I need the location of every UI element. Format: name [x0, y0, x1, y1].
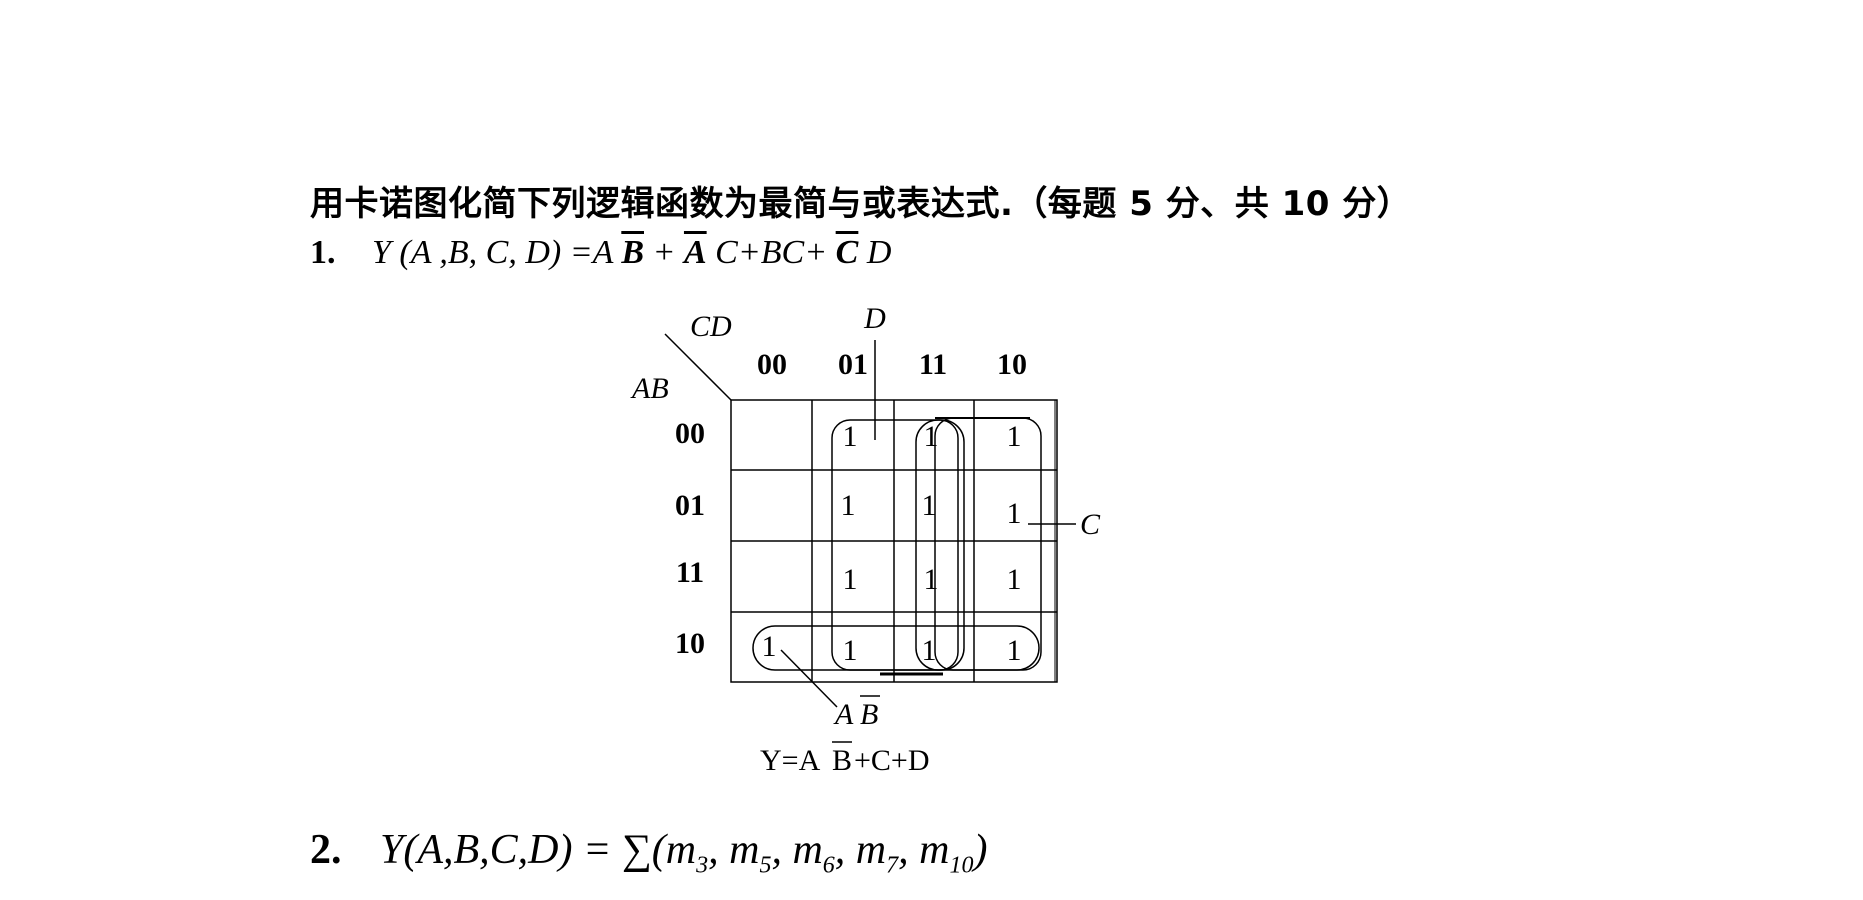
row-header-01: 01 — [675, 489, 705, 522]
group-bc-loop — [915, 419, 965, 671]
p2-sub-2: 6 — [822, 852, 835, 879]
col-header-10: 10 — [997, 348, 1027, 381]
p2-t3: , m — [834, 827, 887, 873]
problem-2-expression: Y(A,B,C,D) = ∑(m3, m5, m6, m7, m10) — [380, 827, 988, 878]
p2-sub-1: 5 — [759, 852, 772, 879]
problem-2-number: 2. — [310, 827, 342, 873]
p2-sub-3: 7 — [886, 852, 899, 879]
problem-1-expression: Y (A ,B, C, D) =A B + A C+BC+ C D — [372, 234, 891, 271]
col-header-00: 00 — [757, 348, 787, 381]
cell-2-3: 1 — [1007, 563, 1022, 596]
a-bar: A — [683, 234, 707, 271]
label-c: C — [1080, 508, 1101, 541]
c-bar: C — [835, 234, 859, 271]
p2-sub-0: 3 — [696, 852, 709, 879]
p2-t1: , m — [708, 827, 760, 873]
kmap-cells: 1 1 1 1 1 1 1 1 1 1 1 1 1 — [762, 420, 1022, 667]
kmap-diagonal — [664, 333, 732, 401]
kmap-grid — [730, 399, 1058, 683]
cell-1-1: 1 — [841, 489, 856, 522]
cell-1-2: 1 — [922, 489, 937, 522]
p2-t2: , m — [771, 827, 823, 873]
cell-0-1: 1 — [843, 420, 858, 453]
group-c-loop — [934, 417, 1042, 671]
question-heading: 用卡诺图化简下列逻辑函数为最简与或表达式.（每题 5 分、共 10 分） — [310, 184, 1412, 224]
row-header-10: 10 — [675, 627, 705, 660]
cell-3-3: 1 — [1007, 634, 1022, 667]
label-ab-bar-a: A — [833, 698, 854, 731]
p2-t4: , m — [898, 827, 950, 873]
problem-1: 1. Y (A ,B, C, D) =A B + A C+BC+ C D — [310, 234, 891, 272]
ab-label: AB — [630, 372, 669, 405]
result-y: Y=A — [760, 744, 821, 777]
cell-3-1: 1 — [843, 634, 858, 667]
cell-0-2: 1 — [924, 420, 939, 453]
cell-0-3: 1 — [1007, 420, 1022, 453]
row-header-00: 00 — [675, 417, 705, 450]
expr-plus: + — [644, 234, 684, 271]
b-bar: B — [621, 234, 644, 271]
problem-2: 2. Y(A,B,C,D) = ∑(m3, m5, m6, m7, m10) — [310, 826, 987, 879]
label-d: D — [863, 302, 886, 335]
expr-end: D — [858, 234, 892, 271]
expr-mid: C+BC+ — [706, 234, 836, 271]
result-b: B — [832, 744, 852, 777]
problem-1-number: 1. — [310, 234, 336, 271]
cell-3-0: 1 — [762, 630, 777, 663]
expr-prefix: Y (A ,B, C, D) =A — [372, 234, 613, 271]
cd-label: CD — [690, 310, 732, 343]
col-header-01: 01 — [838, 348, 868, 381]
p2-expr: Y(A,B,C,D) = ∑(m — [380, 827, 697, 873]
ab-bar-pointer-line — [780, 649, 838, 708]
group-ab-bar-loop — [752, 625, 1040, 671]
cell-2-1: 1 — [843, 563, 858, 596]
group-d-loop — [831, 419, 959, 671]
cell-1-3: 1 — [1007, 497, 1022, 530]
row-header-11: 11 — [676, 556, 704, 589]
cell-2-2: 1 — [924, 563, 939, 596]
p2-sub-4: 10 — [949, 852, 974, 879]
cell-3-2: 1 — [922, 634, 937, 667]
result-rest: +C+D — [854, 744, 930, 777]
col-header-11: 11 — [919, 348, 947, 381]
label-ab-bar-b: B — [860, 698, 878, 731]
kmap-groups — [752, 417, 1042, 676]
p2-close: ) — [973, 827, 988, 873]
